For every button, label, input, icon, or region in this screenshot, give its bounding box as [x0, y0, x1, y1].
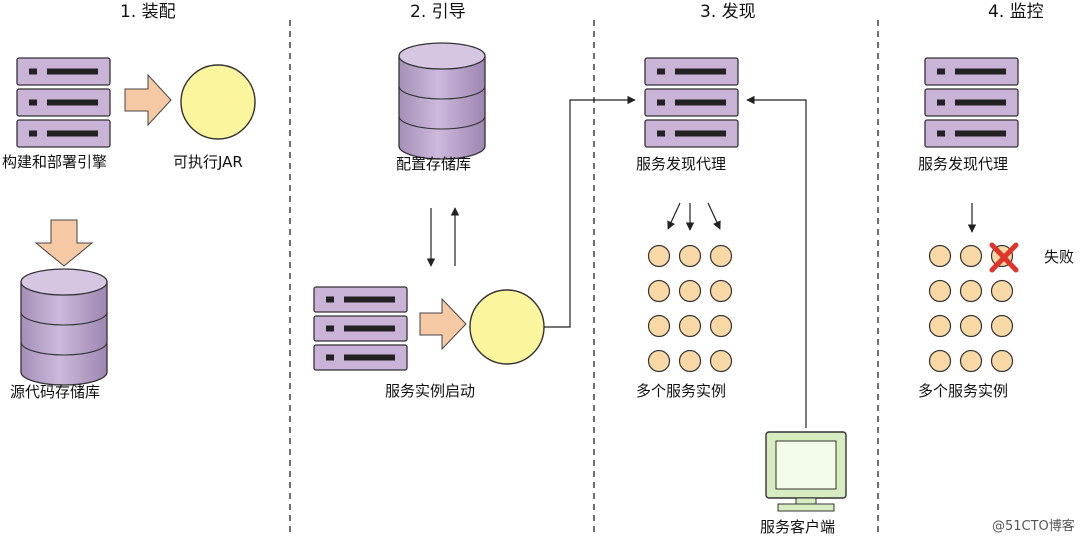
monitor-discovery-agent-label: 服务发现代理	[918, 155, 1009, 173]
monitor-agent-server-icon	[924, 57, 1019, 148]
service-instance-icon	[469, 289, 545, 365]
monitor-multi-instances-label: 多个服务实例	[918, 382, 1009, 400]
dispatch-arrow-1	[667, 202, 681, 230]
service-instance-dot	[647, 279, 671, 303]
service-instance-dot	[647, 244, 671, 268]
discovery-agent-server-icon	[644, 57, 739, 148]
service-instance-dot	[928, 279, 952, 303]
block-arrows	[34, 73, 467, 351]
database-cylinders	[20, 42, 486, 386]
phase-title-assemble: 1. 装配	[120, 2, 176, 22]
build-deploy-engine-label: 构建和部署引擎	[2, 153, 108, 171]
service-instance-dot	[678, 244, 702, 268]
source-repo-db-icon	[20, 268, 108, 386]
service-instance-dot	[990, 314, 1014, 338]
monitor-instances-grid	[928, 244, 1014, 373]
flow-arrows	[426, 95, 977, 428]
executable-jar-label: 可执行JAR	[173, 153, 243, 171]
boot-arrow-right	[419, 297, 467, 351]
phase-dividers	[289, 20, 879, 532]
service-instance-dot	[678, 314, 702, 338]
config-repo-label: 配置存储库	[396, 155, 472, 173]
failed-label: 失败	[1044, 248, 1075, 266]
service-instance-start-label: 服务实例启动	[385, 382, 476, 400]
multi-instances-label: 多个服务实例	[636, 382, 727, 400]
service-instance-dot	[990, 279, 1014, 303]
service-client-monitor-icon	[765, 431, 847, 512]
assemble-arrow-down	[34, 219, 94, 267]
register-arrow	[544, 95, 636, 328]
service-instance-dot	[678, 279, 702, 303]
config-repo-db-icon	[398, 42, 486, 160]
service-instance-dot	[959, 314, 983, 338]
service-start-server-icon	[313, 286, 408, 371]
service-instance-dot	[709, 279, 733, 303]
server-stacks	[16, 57, 1019, 371]
service-instance-dot	[928, 314, 952, 338]
service-instance-dot	[959, 349, 983, 373]
build-deploy-server-icon	[16, 57, 111, 148]
source-repo-label: 源代码存储库	[10, 383, 101, 401]
discovery-instances-grid	[647, 244, 733, 373]
service-client-label: 服务客户端	[760, 518, 836, 536]
service-instance-dot	[709, 244, 733, 268]
failure-x-icon	[989, 242, 1019, 273]
watermark: @51CTO博客	[992, 519, 1075, 534]
service-instance-dot	[647, 349, 671, 373]
discovery-agent-label: 服务发现代理	[636, 155, 727, 173]
service-instance-dot	[959, 279, 983, 303]
executable-jar-icon	[180, 64, 256, 140]
service-instance-dot	[928, 244, 952, 268]
service-instance-dot	[709, 349, 733, 373]
assemble-arrow-right	[124, 73, 172, 127]
phase-title-discover: 3. 发现	[700, 2, 756, 22]
service-instance-dot	[959, 244, 983, 268]
dispatch-arrow-3	[707, 202, 721, 230]
service-instance-dot	[709, 314, 733, 338]
service-instance-dot	[678, 349, 702, 373]
phase-title-monitor: 4. 监控	[988, 2, 1044, 22]
service-instance-grids	[647, 244, 1014, 373]
service-instance-dot	[990, 349, 1014, 373]
service-instance-dot	[928, 349, 952, 373]
client-lookup-arrow	[746, 95, 807, 428]
service-instance-dot	[647, 314, 671, 338]
phase-title-boot: 2. 引导	[410, 2, 466, 22]
